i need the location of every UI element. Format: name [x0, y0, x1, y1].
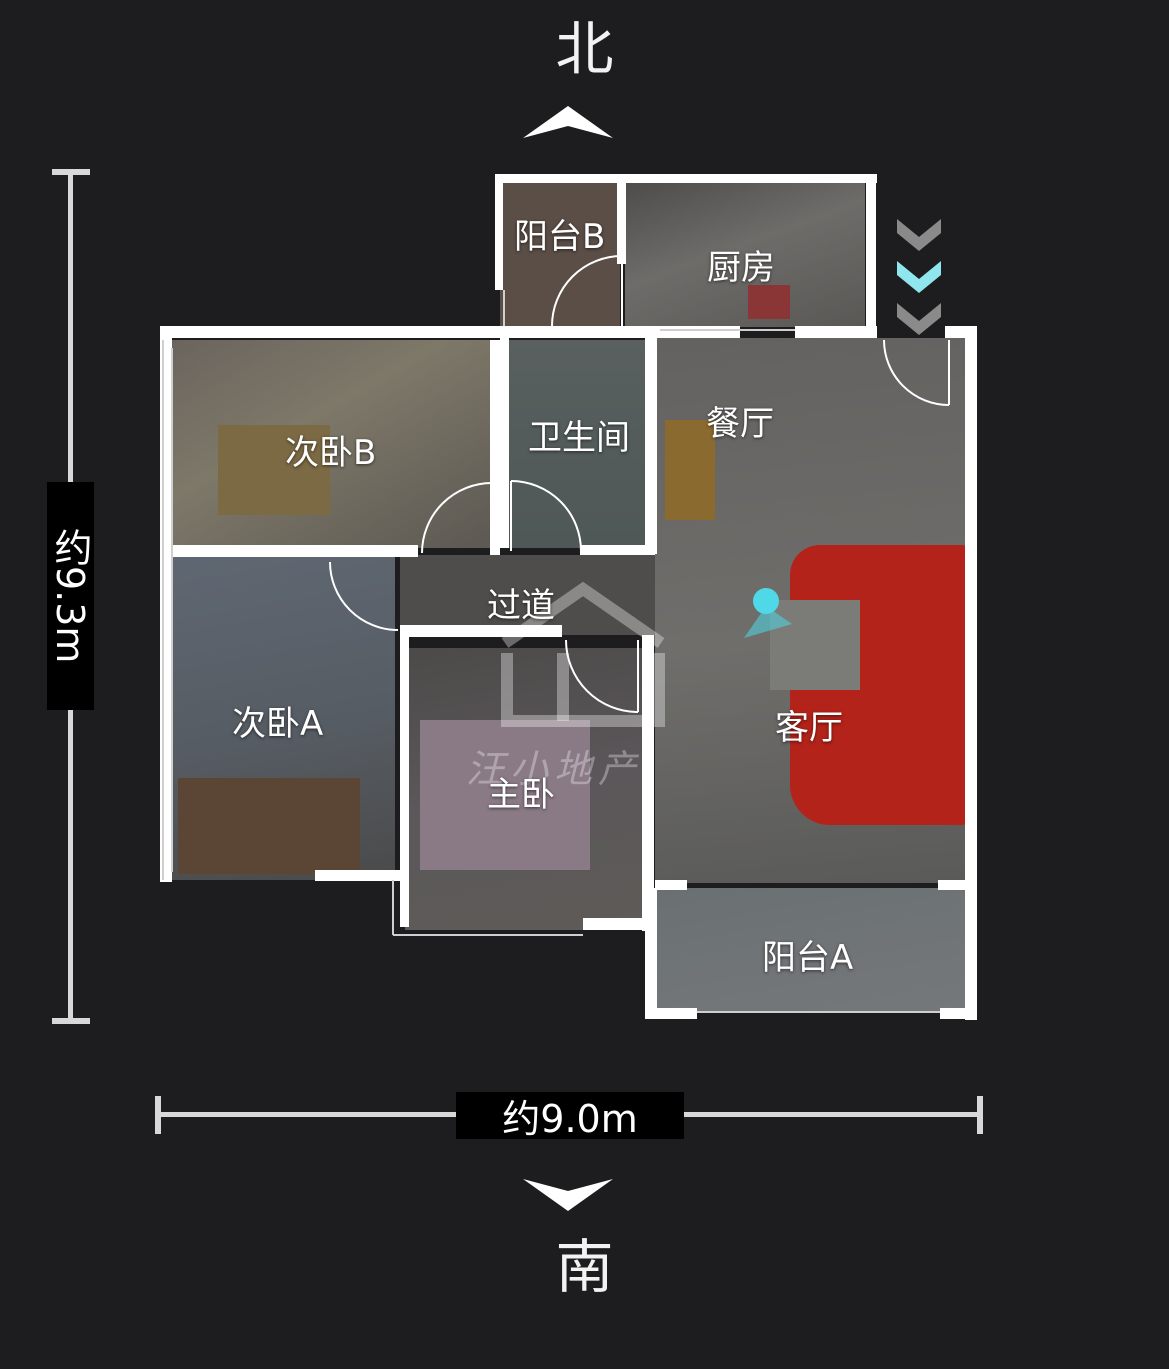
bed-b — [218, 425, 330, 515]
room-bathroom[interactable] — [503, 340, 653, 548]
height-dimension-label: 约9.3m — [47, 482, 94, 710]
south-label: 南 — [555, 1233, 614, 1301]
room-balcony-a[interactable] — [652, 888, 970, 1013]
coffee-table — [770, 600, 860, 690]
kitchen-appliance — [748, 285, 790, 319]
room-balcony-b[interactable] — [500, 182, 620, 327]
label-balcony-a: 阳台A — [762, 938, 854, 978]
location-dot-icon[interactable] — [738, 582, 806, 642]
label-kitchen: 厨房 — [707, 248, 775, 288]
label-balcony-b: 阳台B — [514, 217, 606, 257]
north-chevron-icon[interactable] — [520, 100, 616, 142]
room-hallway[interactable] — [400, 555, 655, 635]
north-label: 北 — [555, 15, 614, 83]
dining-table — [665, 420, 715, 520]
watermark-text: 汪小地产 — [466, 747, 643, 791]
room-kitchen[interactable] — [625, 182, 865, 327]
label-hallway: 过道 — [487, 586, 555, 626]
bed-master — [420, 720, 590, 870]
label-living: 客厅 — [775, 708, 843, 748]
label-master-bedroom: 主卧 — [487, 775, 555, 815]
label-dining: 餐厅 — [706, 404, 774, 444]
south-chevron-icon[interactable] — [520, 1175, 616, 1217]
label-bedroom-b: 次卧B — [285, 433, 377, 473]
label-bedroom-a: 次卧A — [232, 704, 324, 744]
rug-a — [178, 778, 360, 874]
width-dimension-label: 约9.0m — [456, 1092, 684, 1141]
label-bathroom: 卫生间 — [528, 418, 630, 458]
entrance-triple-chevron-icon[interactable] — [893, 215, 945, 340]
watermark-house-logo — [501, 581, 665, 727]
